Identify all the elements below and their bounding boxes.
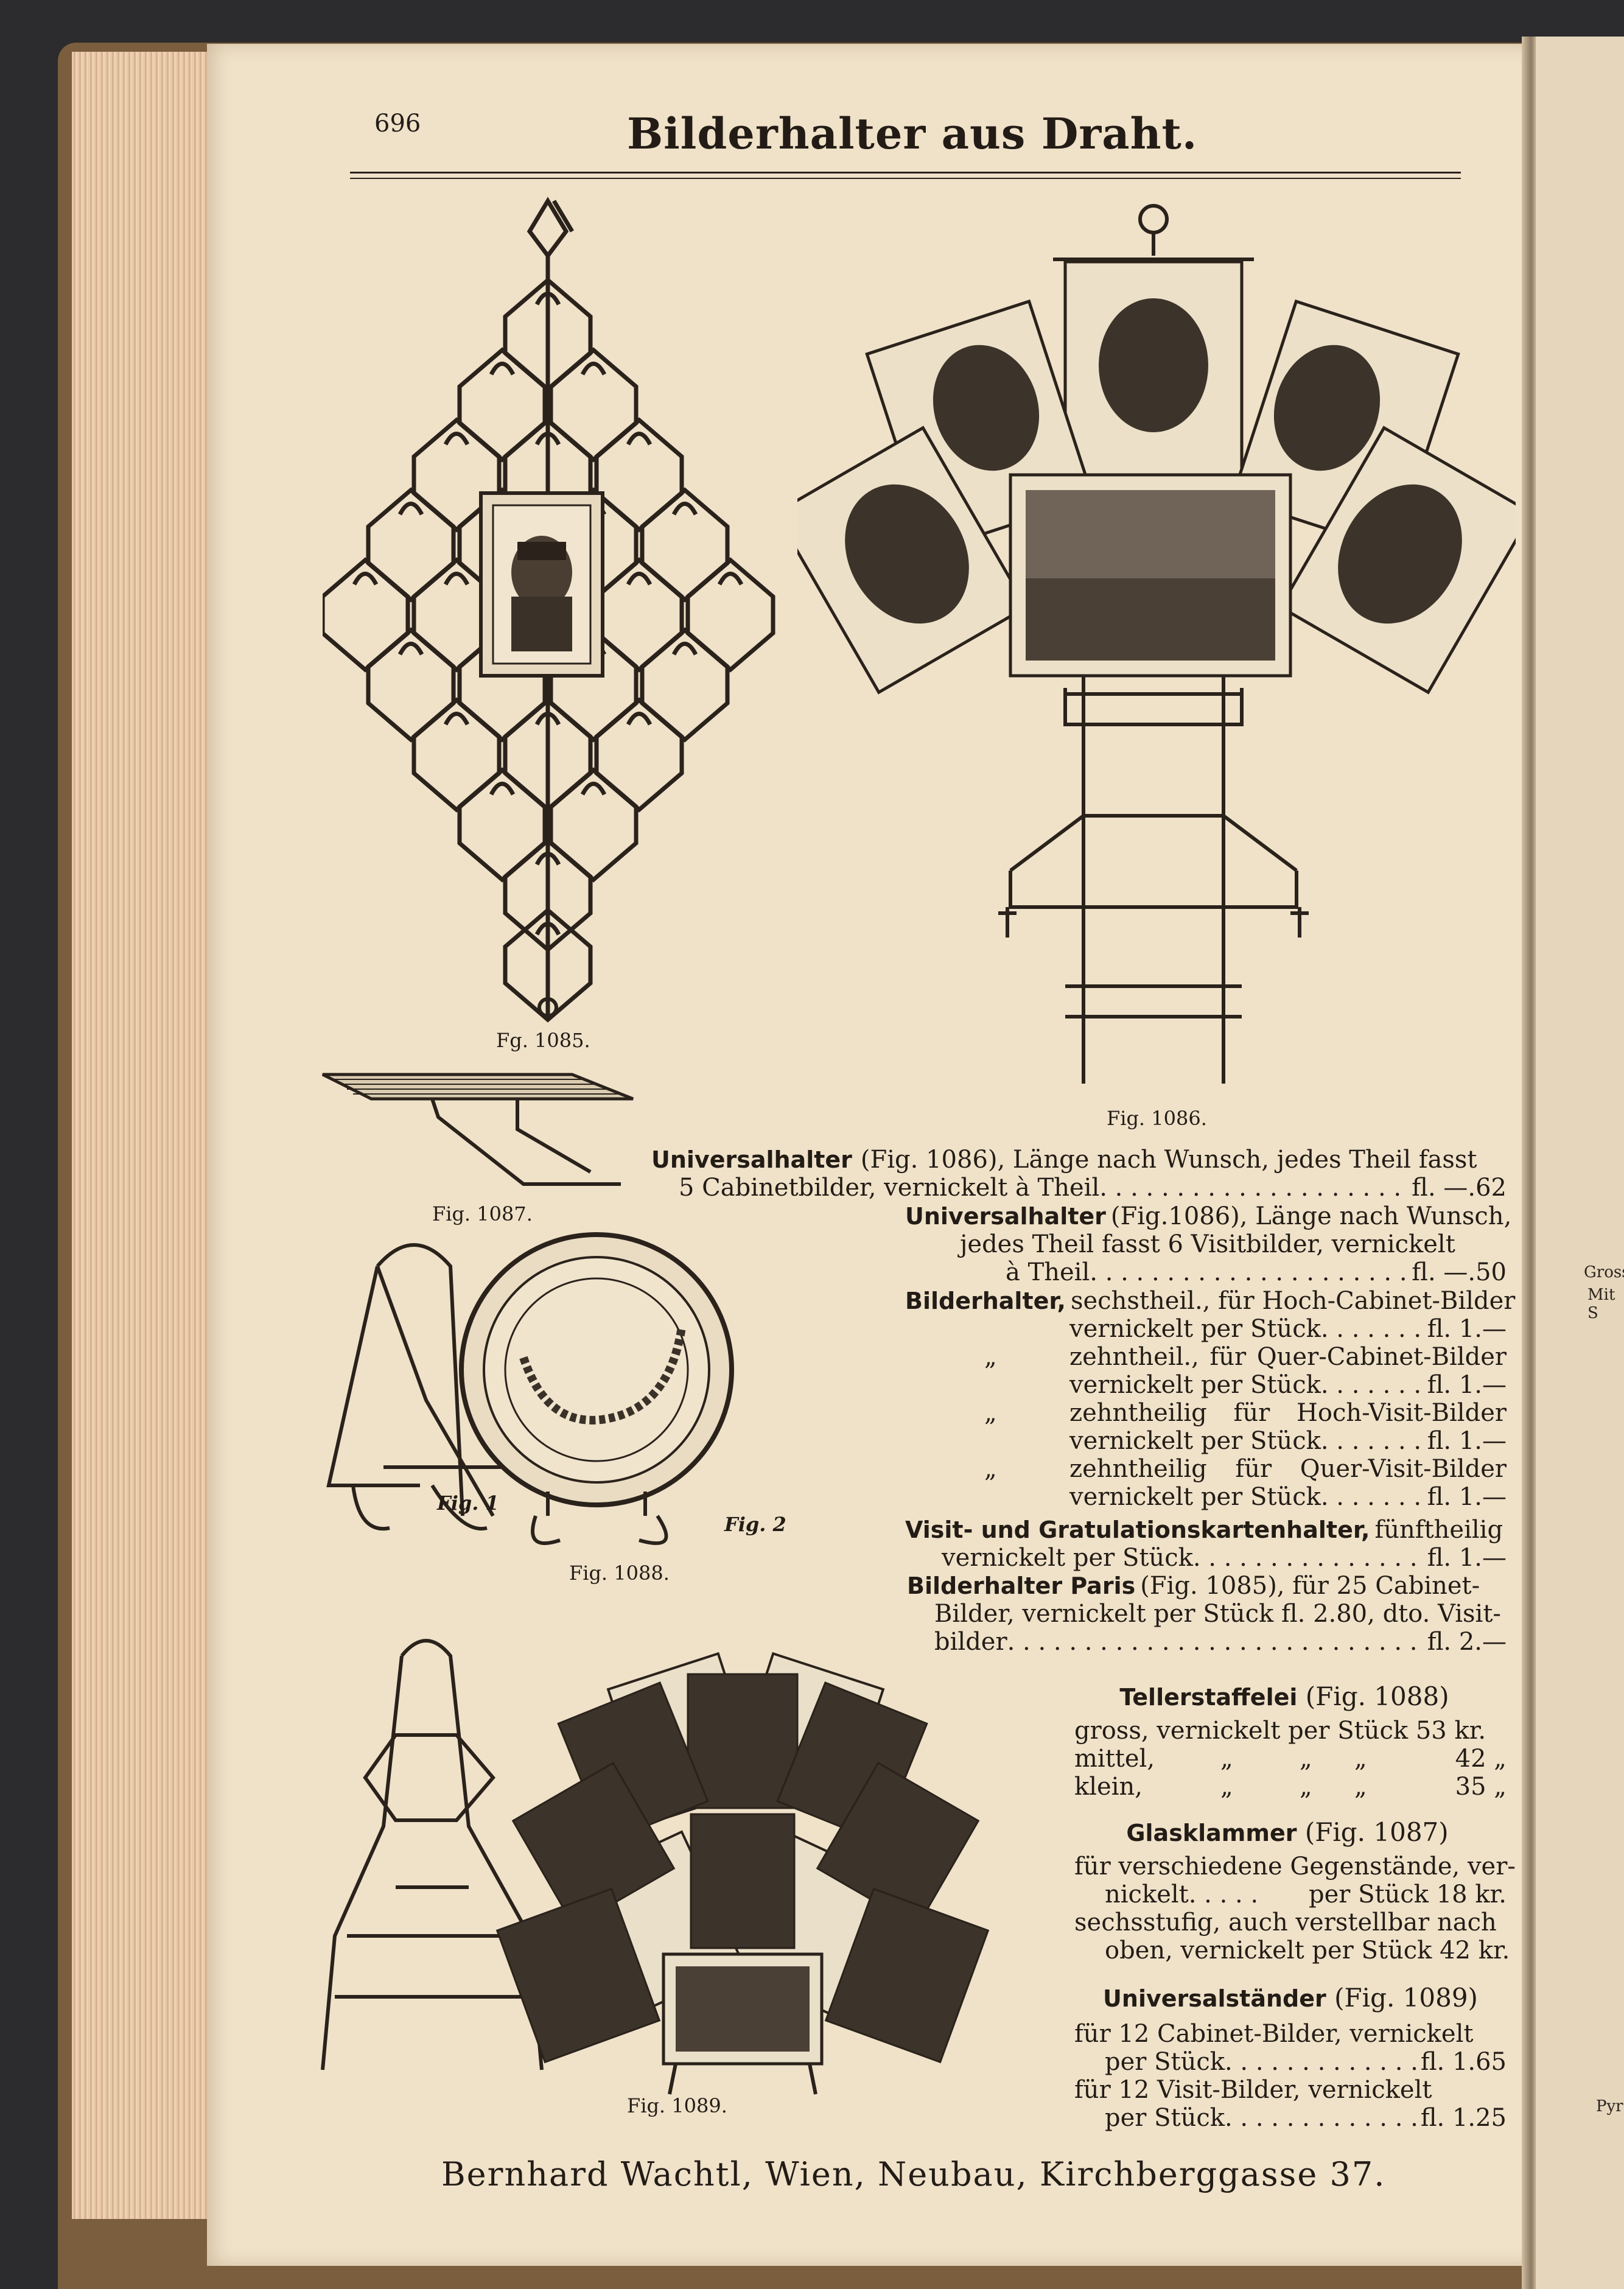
fig-1086-caption: Fig. 1086. [1107, 1107, 1207, 1130]
fig-1085-illustration [323, 197, 775, 1023]
entry-name: Bilderhalter, [905, 1288, 1066, 1314]
next-page-strip [1534, 37, 1624, 2289]
entry-name: Bilderhalter Paris [907, 1572, 1136, 1599]
title-rule [350, 172, 1461, 174]
entry-name: Universalhalter [651, 1146, 852, 1173]
entry-bilderhalter: Bilderhalter,sechstheil., für Hoch-Cabin… [905, 1287, 1515, 1511]
tellerstaffelei-prices: gross, vernickelt per Stück 53 kr. mitte… [1074, 1717, 1507, 1801]
entry-bilderhalter-paris: Bilderhalter Paris(Fig. 1085), für 25 Ca… [907, 1572, 1507, 1656]
fig-1088-sub1-label: Fig. 1 [437, 1492, 499, 1515]
section-heading: Universalständer [1103, 1985, 1326, 2012]
section-heading: Glasklammer [1126, 1820, 1297, 1846]
section-glasklammer: Glasklammer (Fig. 1087) [1126, 1817, 1449, 1847]
page-edges [72, 52, 218, 2219]
section-heading: Tellerstaffelei [1119, 1684, 1298, 1711]
page-title: Bilderhalter aus Draht. [627, 108, 1198, 159]
glasklammer-prices: für verschiedene Gegenstände, ver- nicke… [1074, 1853, 1516, 1965]
entry-name: Universalhalter [905, 1203, 1106, 1230]
fig-1088-caption: Fig. 1088. [569, 1562, 670, 1585]
section-universalstaender: Universalständer (Fig. 1089) [1103, 1983, 1478, 2013]
fig-1088-sub2-label: Fig. 2 [724, 1513, 786, 1536]
title-rule [350, 178, 1461, 179]
next-page-fragment: Mit S [1587, 1286, 1615, 1322]
fig-1085-caption: Fg. 1085. [496, 1029, 590, 1052]
next-page-fragment: Gross [1584, 1263, 1624, 1281]
fig-1088-illustration [326, 1232, 734, 1545]
universalstaender-prices: für 12 Cabinet-Bilder, vernickelt per St… [1074, 2020, 1507, 2132]
fig-1087-illustration [321, 1073, 634, 1186]
fig-1089-illustration [321, 1639, 990, 2095]
entry-name: Visit- und Gratulationskartenhalter, [905, 1516, 1370, 1543]
fig-1089-caption: Fig. 1089. [627, 2094, 727, 2117]
fig-1086-illustration [797, 204, 1516, 1084]
page-number: 696 [374, 110, 421, 138]
next-page-fragment: Pyra [1596, 2097, 1624, 2115]
entry-visitkartenhalter: Visit- und Gratulationskartenhalter,fünf… [905, 1516, 1507, 1572]
section-tellerstaffelei: Tellerstaffelei (Fig. 1088) [1119, 1681, 1449, 1711]
entry-universalhalter-2: Universalhalter(Fig.1086), Länge nach Wu… [905, 1202, 1511, 1286]
entry-universalhalter-1: Universalhalter(Fig. 1086), Länge nach W… [651, 1146, 1507, 1202]
fig-1087-caption: Fig. 1087. [432, 1202, 533, 1225]
page-footer: Bernhard Wachtl, Wien, Neubau, Kirchberg… [441, 2155, 1386, 2193]
